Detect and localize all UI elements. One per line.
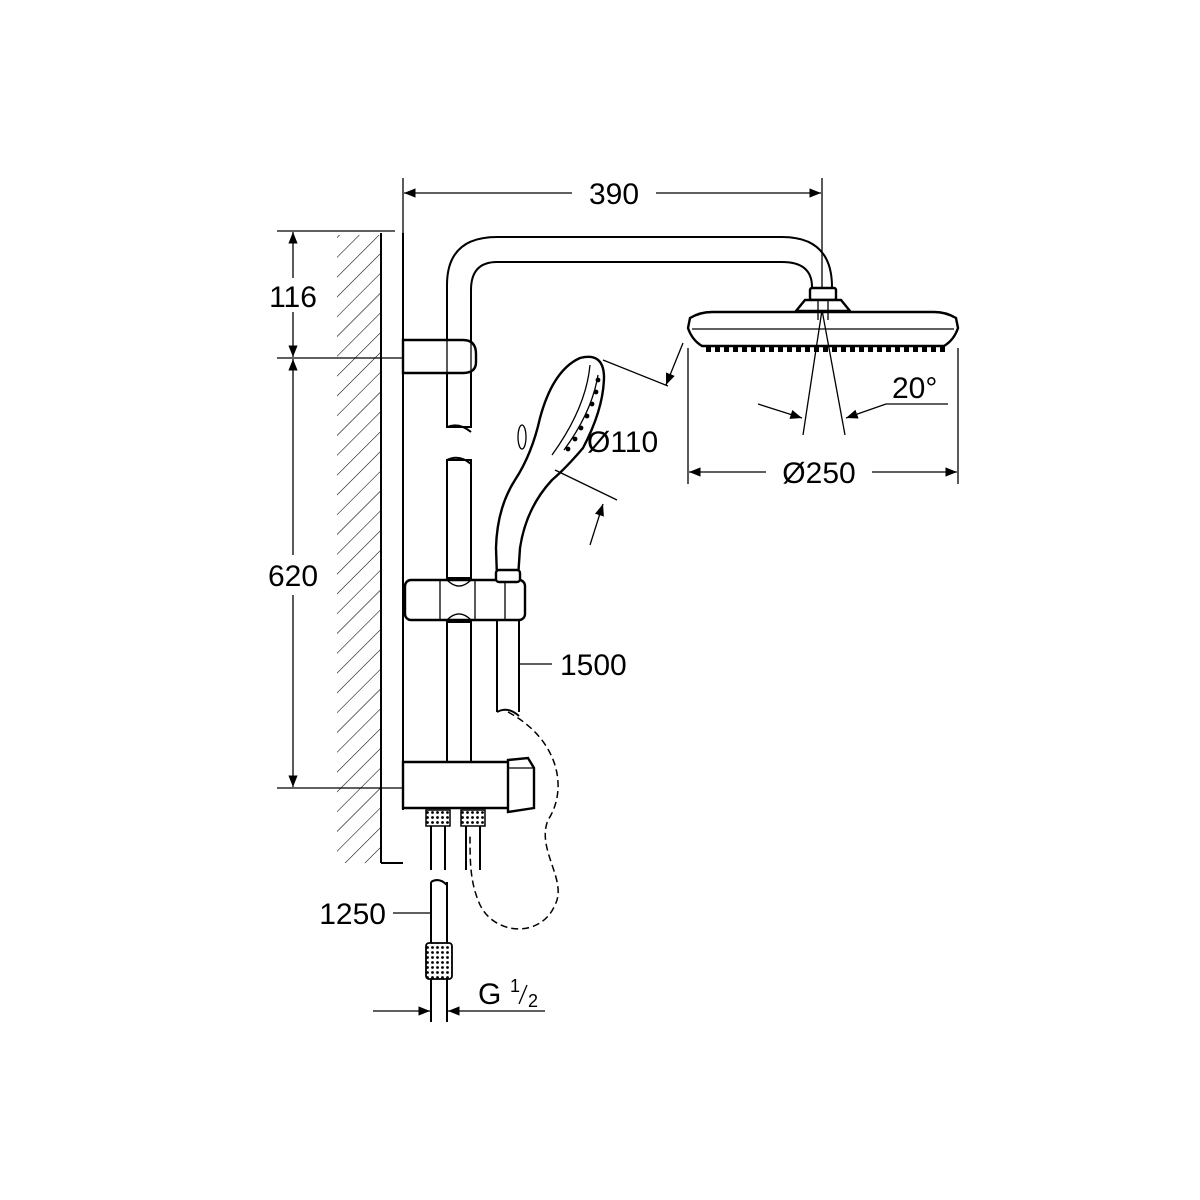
hand-hose: 1500 bbox=[469, 620, 627, 930]
extension-lines bbox=[277, 178, 823, 789]
nozzle bbox=[796, 346, 801, 352]
nozzle bbox=[859, 346, 864, 352]
nozzle bbox=[769, 346, 774, 352]
dimension-rail-height: 620 bbox=[268, 359, 318, 787]
dim-label-1500: 1500 bbox=[560, 649, 627, 682]
nozzle bbox=[724, 346, 729, 352]
nozzle bbox=[751, 346, 756, 352]
nozzle bbox=[940, 346, 945, 352]
wall bbox=[337, 233, 404, 864]
hand-shower-holder bbox=[403, 578, 527, 622]
dimension-top-offset: 116 bbox=[269, 232, 317, 357]
nozzle bbox=[823, 346, 828, 352]
nozzle bbox=[805, 346, 810, 352]
nozzle bbox=[733, 346, 738, 352]
supply-hose: 1250 bbox=[319, 879, 453, 1022]
nozzle bbox=[877, 346, 882, 352]
outlet-body bbox=[401, 756, 536, 814]
shower-arm bbox=[446, 236, 833, 342]
dim-label-116: 116 bbox=[269, 281, 317, 314]
nozzle bbox=[904, 346, 909, 352]
nozzle bbox=[931, 346, 936, 352]
rail-bar bbox=[446, 369, 472, 763]
dim-label-250: Ø250 bbox=[782, 457, 855, 490]
dim-label-390: 390 bbox=[589, 178, 639, 211]
head-shower bbox=[686, 286, 960, 352]
nozzle bbox=[886, 346, 891, 352]
nozzle bbox=[841, 346, 846, 352]
hand-shower-nozzles bbox=[565, 377, 601, 452]
nozzle bbox=[913, 346, 918, 352]
nozzle bbox=[787, 346, 792, 352]
nozzle bbox=[706, 346, 711, 352]
nozzle bbox=[760, 346, 765, 352]
nozzle bbox=[850, 346, 855, 352]
nozzle bbox=[832, 346, 837, 352]
nozzle bbox=[742, 346, 747, 352]
dimension-head-angle: 20° bbox=[757, 309, 948, 436]
dim-label-thread-num: 1 bbox=[510, 976, 520, 996]
dim-label-1250: 1250 bbox=[319, 898, 386, 931]
dim-label-110: Ø110 bbox=[587, 426, 658, 459]
dimension-thread: G 1 2 bbox=[373, 976, 545, 1016]
dim-label-thread-g: G bbox=[478, 978, 501, 1011]
dim-label-20deg: 20° bbox=[892, 372, 937, 405]
dimension-head-diameter: Ø250 bbox=[687, 348, 959, 490]
dim-label-620: 620 bbox=[268, 560, 318, 593]
hose-connectors bbox=[425, 809, 486, 870]
nozzle bbox=[868, 346, 873, 352]
nozzle bbox=[922, 346, 927, 352]
dim-label-thread-den: 2 bbox=[528, 991, 538, 1011]
nozzle bbox=[778, 346, 783, 352]
dimension-arm-reach: 390 bbox=[404, 178, 821, 211]
dimension-hand-diameter: Ø110 bbox=[554, 342, 684, 546]
nozzle bbox=[715, 346, 720, 352]
top-wall-bracket bbox=[401, 338, 478, 375]
hand-shower bbox=[494, 355, 606, 584]
nozzle bbox=[895, 346, 900, 352]
